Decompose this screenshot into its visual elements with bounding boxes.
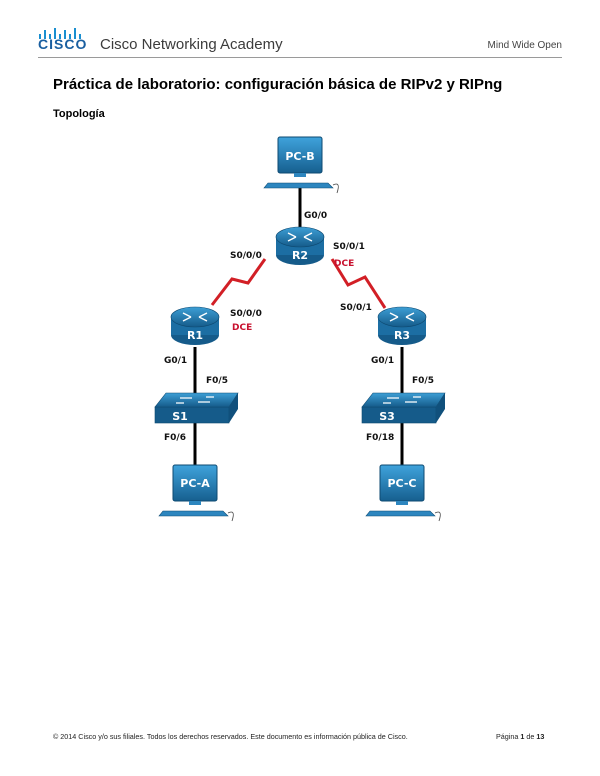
- tagline: Mind Wide Open: [487, 40, 562, 51]
- switch-s3: S3: [361, 392, 446, 424]
- label-s1-f06: F0/6: [164, 433, 186, 443]
- r2-label: R2: [292, 249, 308, 262]
- r1-label: R1: [187, 329, 203, 342]
- academy-name: Cisco Networking Academy: [100, 36, 283, 53]
- topology-diagram: PC-B R2 R1 R3 S1 S3: [154, 136, 446, 522]
- label-s3-f05: F0/5: [412, 376, 434, 386]
- page-separator: de: [524, 732, 537, 741]
- page-header: CISCO Cisco Networking Academy Mind Wide…: [0, 0, 600, 60]
- cisco-wordmark: CISCO: [38, 36, 88, 52]
- label-r3-g01: G0/1: [371, 356, 394, 366]
- pc-b-label: PC-B: [285, 150, 314, 163]
- page-current: 1: [520, 732, 525, 741]
- pc-a-label: PC-A: [180, 477, 210, 490]
- pc-c-label: PC-C: [387, 477, 416, 490]
- section-heading-topology: Topología: [53, 108, 105, 120]
- header-divider: [38, 57, 562, 58]
- pc-c-device: PC-C: [365, 464, 441, 522]
- label-r3-s001: S0/0/1: [340, 303, 372, 313]
- label-r1-s000: S0/0/0: [230, 309, 262, 319]
- pc-b-device: PC-B: [263, 136, 339, 194]
- s1-label: S1: [172, 410, 188, 423]
- label-r2-s000: S0/0/0: [230, 251, 262, 261]
- label-r2-s001: S0/0/1: [333, 242, 365, 252]
- serial-link-r2-r1: [210, 258, 267, 306]
- serial-link-r2-r3: [330, 258, 387, 309]
- label-r1-g01: G0/1: [164, 356, 187, 366]
- switch-s1: S1: [154, 392, 239, 424]
- label-r1-dce: DCE: [232, 323, 252, 333]
- router-r1: R1: [170, 306, 220, 345]
- label-s3-f018: F0/18: [366, 433, 394, 443]
- document-title: Práctica de laboratorio: configuración b…: [53, 76, 503, 93]
- router-r2: R2: [275, 226, 325, 265]
- page-total: 13: [536, 732, 545, 741]
- label-r2-dce: DCE: [334, 259, 354, 269]
- r3-label: R3: [394, 329, 410, 342]
- label-s1-f05: F0/5: [206, 376, 228, 386]
- cisco-logo-icon: [39, 28, 81, 39]
- footer-page-number: Página 1 de 13: [496, 732, 544, 741]
- router-r3: R3: [377, 306, 427, 345]
- page-prefix: Página: [496, 732, 521, 741]
- label-r2-g00: G0/0: [304, 211, 327, 221]
- s3-label: S3: [379, 410, 395, 423]
- pc-a-device: PC-A: [158, 464, 234, 522]
- footer-copyright: © 2014 Cisco y/o sus filiales. Todos los…: [53, 732, 408, 741]
